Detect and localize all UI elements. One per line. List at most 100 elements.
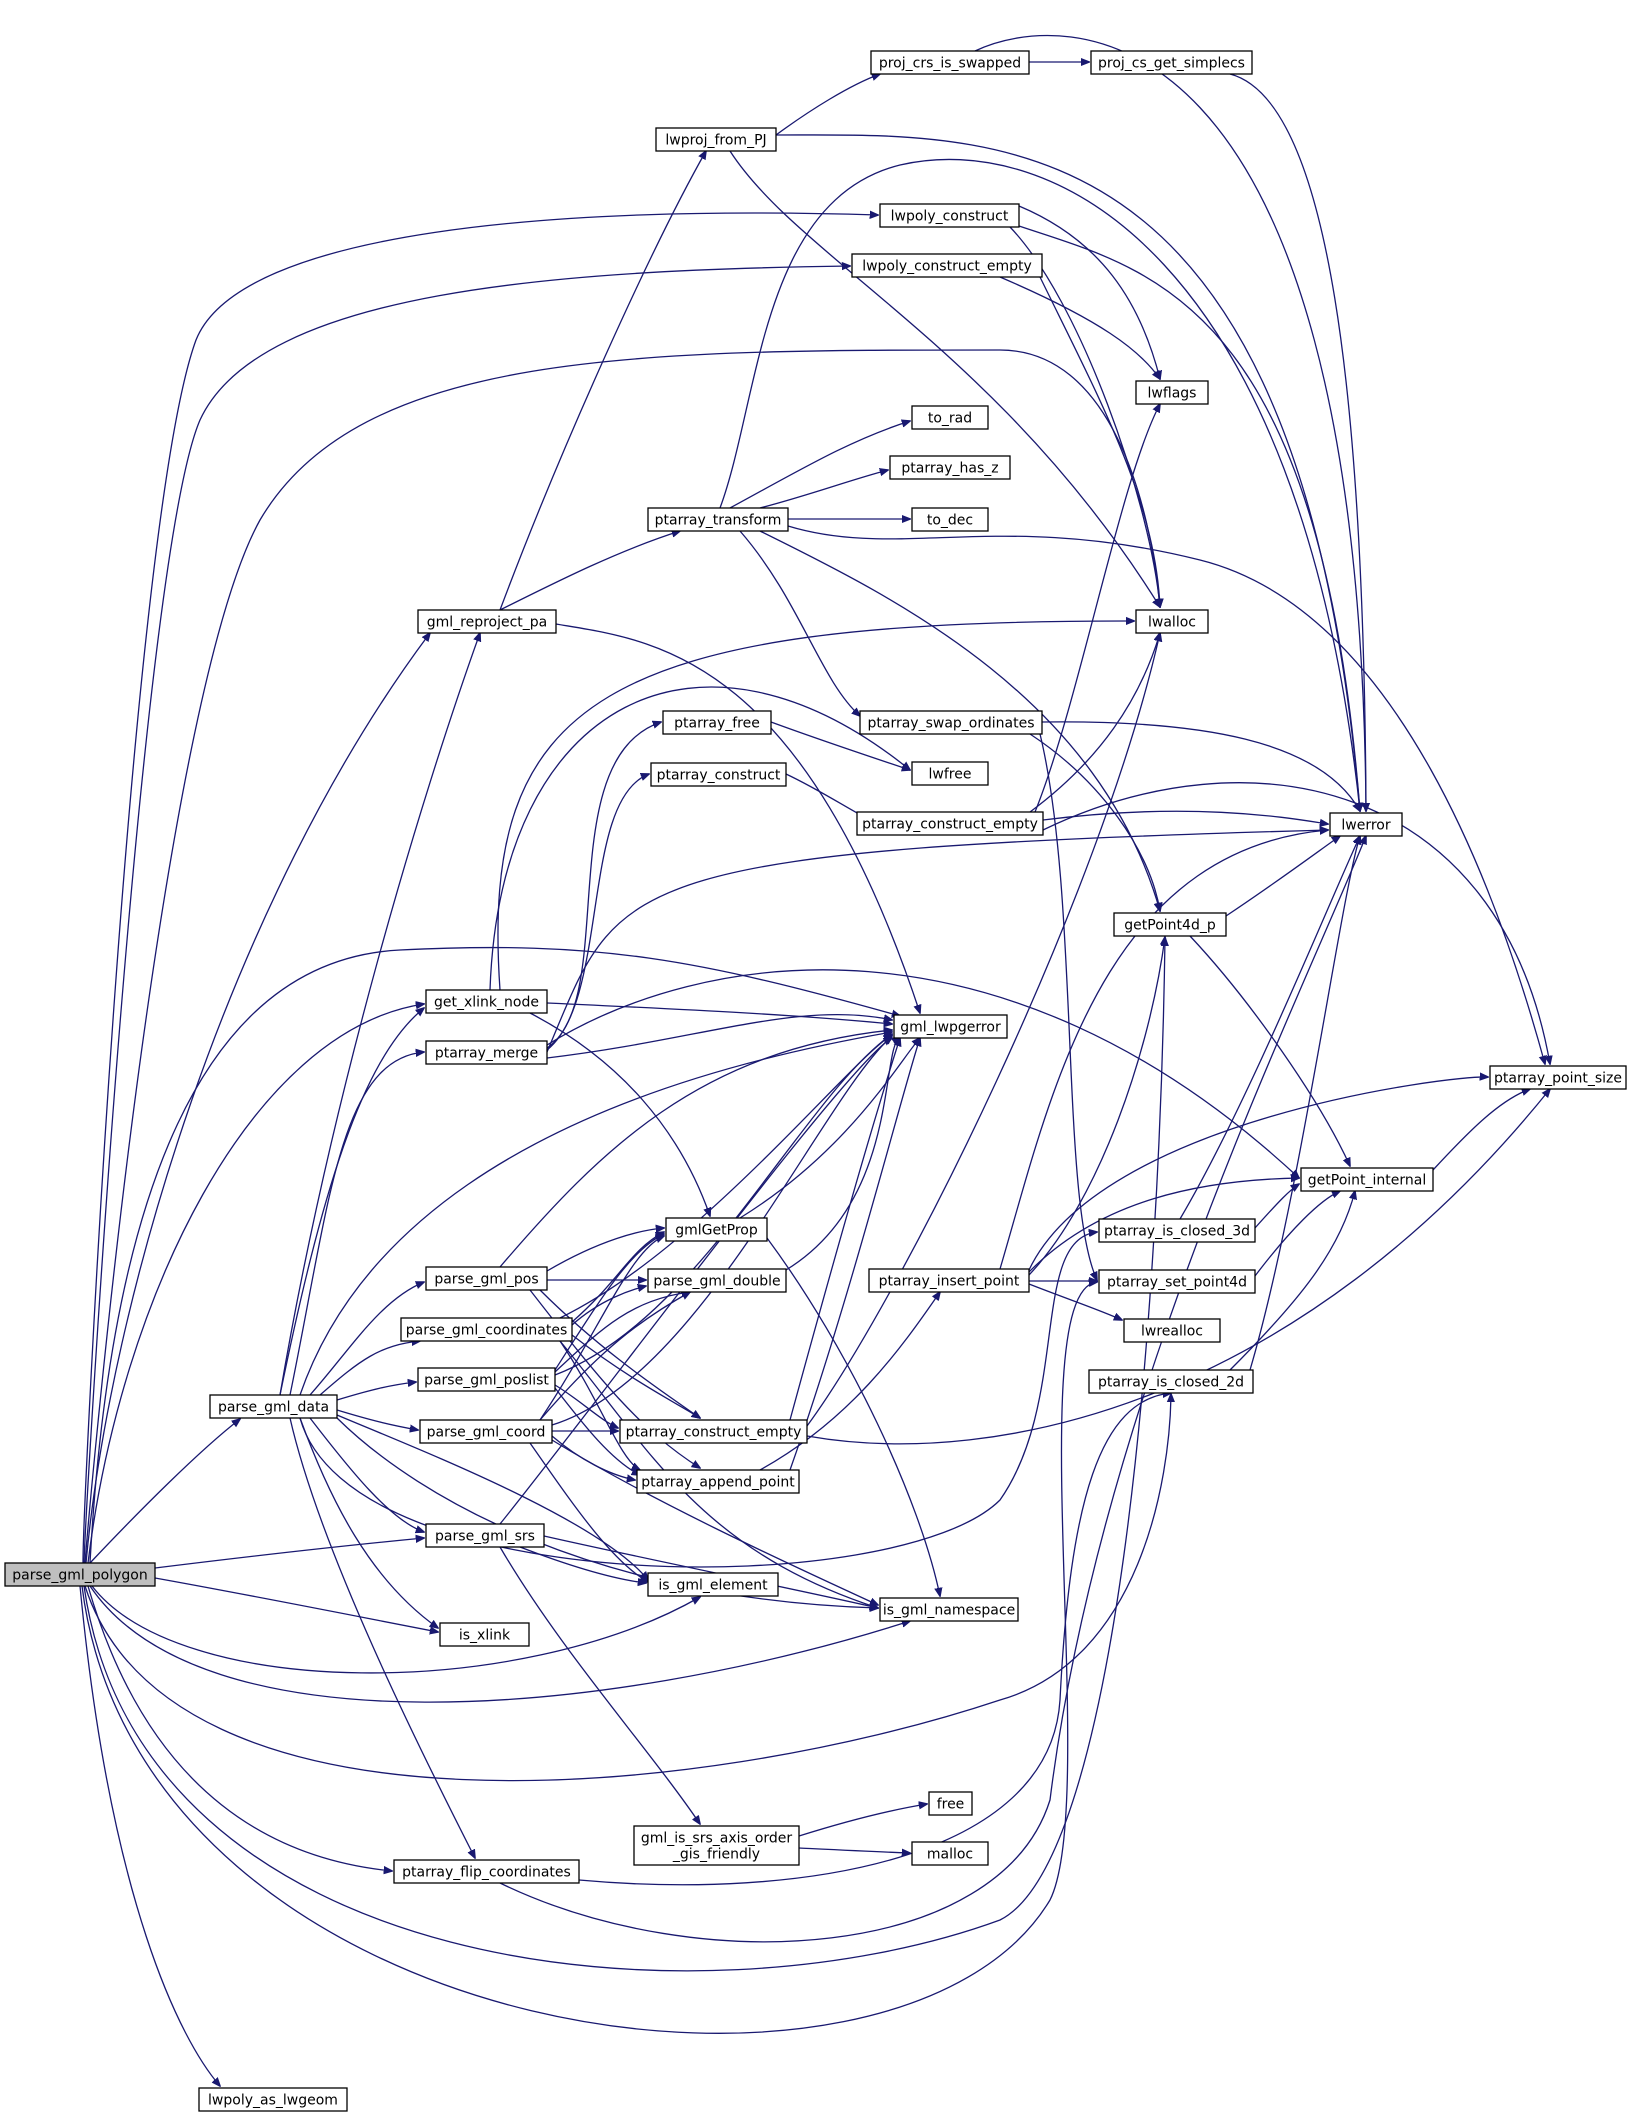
node-parse-gml-coordinates[interactable]: parse_gml_coordinates: [400, 1317, 573, 1342]
node-is-xlink[interactable]: is_xlink: [439, 1622, 530, 1647]
edge-parse_gml_coordinates-to-ptarray_construct_empty_b: [571, 1334, 700, 1418]
edge-getPoint4d_p-to-lwerror: [1225, 836, 1340, 917]
edge-parse_gml_data-to-is_xlink: [299, 1417, 438, 1628]
edge-ptarray_transform-to-lwerror: [719, 158, 1360, 811]
node-parse-gml-coord[interactable]: parse_gml_coord: [419, 1419, 553, 1444]
node-is-gml-namespace[interactable]: is_gml_namespace: [879, 1597, 1019, 1622]
node-ptarray-merge[interactable]: ptarray_merge: [425, 1040, 548, 1065]
node-ptarray-construct-empty-a[interactable]: ptarray_construct_empty: [856, 811, 1044, 836]
edge-ptarray_merge-to-ptarray_construct: [546, 774, 649, 1051]
edge-gmlGetProp-to-is_gml_namespace: [766, 1237, 940, 1596]
node-proj-cs-get-simplecs[interactable]: proj_cs_get_simplecs: [1090, 50, 1253, 75]
edge-parse_gml_polygon-to-gml_reproject_pa: [85, 633, 430, 1564]
edge-get_xlink_node-to-gmlGetProp: [529, 1012, 710, 1216]
edge-lwproj_from_PJ-to-proj_crs_is_swapped: [775, 74, 880, 136]
node-free[interactable]: free: [928, 1791, 973, 1816]
node-box: [417, 609, 557, 634]
node-to-dec[interactable]: to_dec: [911, 507, 989, 532]
node-proj-crs-is-swapped[interactable]: proj_crs_is_swapped: [870, 50, 1030, 75]
node-lwflags[interactable]: lwflags: [1135, 380, 1209, 405]
edge-proj_cs_get_simplecs-to-lwerror: [1229, 73, 1366, 811]
node-box: [870, 50, 1030, 75]
edge-gml_is_srs_axis_order_gis_friendly-to-malloc: [798, 1847, 910, 1853]
node-box: [1090, 50, 1253, 75]
node-parse-gml-pos[interactable]: parse_gml_pos: [425, 1266, 548, 1291]
node-gml-reproject-pa[interactable]: gml_reproject_pa: [417, 609, 557, 634]
node-label: ptarray_swap_ordinates: [868, 716, 1035, 732]
node-parse-gml-srs[interactable]: parse_gml_srs: [425, 1523, 545, 1548]
node-ptarray-has-z[interactable]: ptarray_has_z: [889, 455, 1011, 480]
node-box: [400, 1317, 573, 1342]
node-getPoint4d-p[interactable]: getPoint4d_p: [1113, 912, 1227, 937]
edge-ptarray_construct_empty_b-to-lwalloc: [806, 633, 1160, 1427]
edge-parse_gml_data-to-is_gml_element: [336, 1414, 648, 1580]
edge-parse_gml_poslist-to-gml_lwpgerror: [554, 1034, 892, 1376]
node-label: lwrealloc: [1141, 1324, 1203, 1340]
node-lwerror[interactable]: lwerror: [1329, 812, 1403, 837]
node-label: ptarray_point_size: [1494, 1071, 1622, 1087]
node-ptarray-is-closed-3d[interactable]: ptarray_is_closed_3d: [1098, 1218, 1256, 1243]
edge-getPoint_internal-to-ptarray_point_size: [1432, 1089, 1530, 1171]
edge-parse_gml_double-to-gml_lwpgerror: [785, 1037, 900, 1271]
node-box: [911, 507, 989, 532]
node-to-rad[interactable]: to_rad: [911, 405, 989, 430]
node-lwpoly-construct[interactable]: lwpoly_construct: [879, 203, 1020, 228]
edge-parse_gml_polygon-to-parse_gml_srs: [154, 1538, 424, 1569]
node-is-gml-element[interactable]: is_gml_element: [647, 1572, 779, 1597]
node-ptarray-is-closed-2d[interactable]: ptarray_is_closed_2d: [1088, 1369, 1254, 1394]
node-ptarray-append-point[interactable]: ptarray_append_point: [636, 1469, 800, 1494]
edge-ptarray_free-to-lwfree: [770, 721, 910, 770]
node-ptarray-swap-ordinates[interactable]: ptarray_swap_ordinates: [859, 710, 1043, 735]
node-gml-is-srs-axis-order-gis-friendly[interactable]: gml_is_srs_axis_order_gis_friendly: [633, 1825, 800, 1866]
edge-ptarray_append_point-to-ptarray_insert_point: [759, 1292, 940, 1471]
node-label: lwproj_from_PJ: [665, 133, 766, 149]
node-label: ptarray_construct_empty: [862, 817, 1038, 833]
edge-lwpoly_construct-to-lwerror: [1018, 225, 1360, 811]
node-ptarray-transform[interactable]: ptarray_transform: [647, 507, 789, 532]
node-box: [650, 762, 787, 787]
node-label: lwerror: [1341, 818, 1390, 834]
node-lwalloc[interactable]: lwalloc: [1135, 609, 1209, 634]
node-lwrealloc[interactable]: lwrealloc: [1123, 1318, 1221, 1343]
node-ptarray-free[interactable]: ptarray_free: [662, 710, 772, 735]
edge-parse_gml_poslist-to-gmlGetProp: [554, 1234, 664, 1371]
node-box: [879, 1597, 1019, 1622]
node-label: gml_is_srs_axis_order: [641, 1831, 793, 1847]
node-parse-gml-poslist[interactable]: parse_gml_poslist: [417, 1367, 556, 1392]
node-ptarray-insert-point[interactable]: ptarray_insert_point: [868, 1268, 1030, 1293]
node-label: gml_reproject_pa: [427, 615, 548, 631]
node-lwpoly-as-lwgeom[interactable]: lwpoly_as_lwgeom: [198, 2087, 348, 2112]
node-box: [4, 1562, 156, 1587]
node-gml-lwpgerror[interactable]: gml_lwpgerror: [893, 1014, 1008, 1039]
node-box: [893, 1014, 1008, 1039]
node-get-xlink-node[interactable]: get_xlink_node: [425, 989, 548, 1014]
node-parse-gml-double[interactable]: parse_gml_double: [647, 1268, 787, 1293]
node-label: is_xlink: [459, 1628, 511, 1644]
node-parse-gml-data[interactable]: parse_gml_data: [209, 1394, 338, 1419]
edge-ptarray_swap_ordinates-to-lwerror: [1041, 721, 1360, 811]
node-label: gmlGetProp: [675, 1223, 758, 1239]
edge-parse_gml_polygon-to-parse_gml_data: [89, 1419, 240, 1564]
node-ptarray-construct[interactable]: ptarray_construct: [650, 762, 787, 787]
node-label: ptarray_transform: [655, 513, 782, 529]
node-lwfree[interactable]: lwfree: [911, 761, 989, 786]
node-label: lwfree: [929, 767, 972, 783]
node-lwpoly-construct-empty[interactable]: lwpoly_construct_empty: [851, 253, 1043, 278]
node-ptarray-point-size[interactable]: ptarray_point_size: [1489, 1065, 1627, 1090]
edge-parse_gml_coord-to-is_gml_namespace: [551, 1439, 878, 1605]
node-gmlGetProp[interactable]: gmlGetProp: [665, 1217, 768, 1242]
edge-ptarray_merge-to-lwerror: [546, 830, 1328, 1053]
node-ptarray-set-point4d[interactable]: ptarray_set_point4d: [1098, 1269, 1256, 1294]
edge-gml_reproject_pa-to-ptarray_transform: [499, 531, 680, 611]
node-parse-gml-polygon[interactable]: parse_gml_polygon: [4, 1562, 156, 1587]
node-malloc[interactable]: malloc: [911, 1841, 989, 1866]
edge-parse_gml_pos-to-gmlGetProp: [546, 1228, 664, 1272]
node-box: [1113, 912, 1227, 937]
node-ptarray-flip-coordinates[interactable]: ptarray_flip_coordinates: [393, 1859, 580, 1884]
node-lwproj-from-PJ[interactable]: lwproj_from_PJ: [655, 127, 777, 152]
node-box: [209, 1394, 338, 1419]
edge-ptarray_insert_point-to-lwerror: [999, 830, 1328, 1270]
node-getPoint-internal[interactable]: getPoint_internal: [1300, 1167, 1434, 1192]
node-ptarray-construct-empty-b[interactable]: ptarray_construct_empty: [619, 1419, 808, 1444]
node-box: [856, 811, 1044, 836]
